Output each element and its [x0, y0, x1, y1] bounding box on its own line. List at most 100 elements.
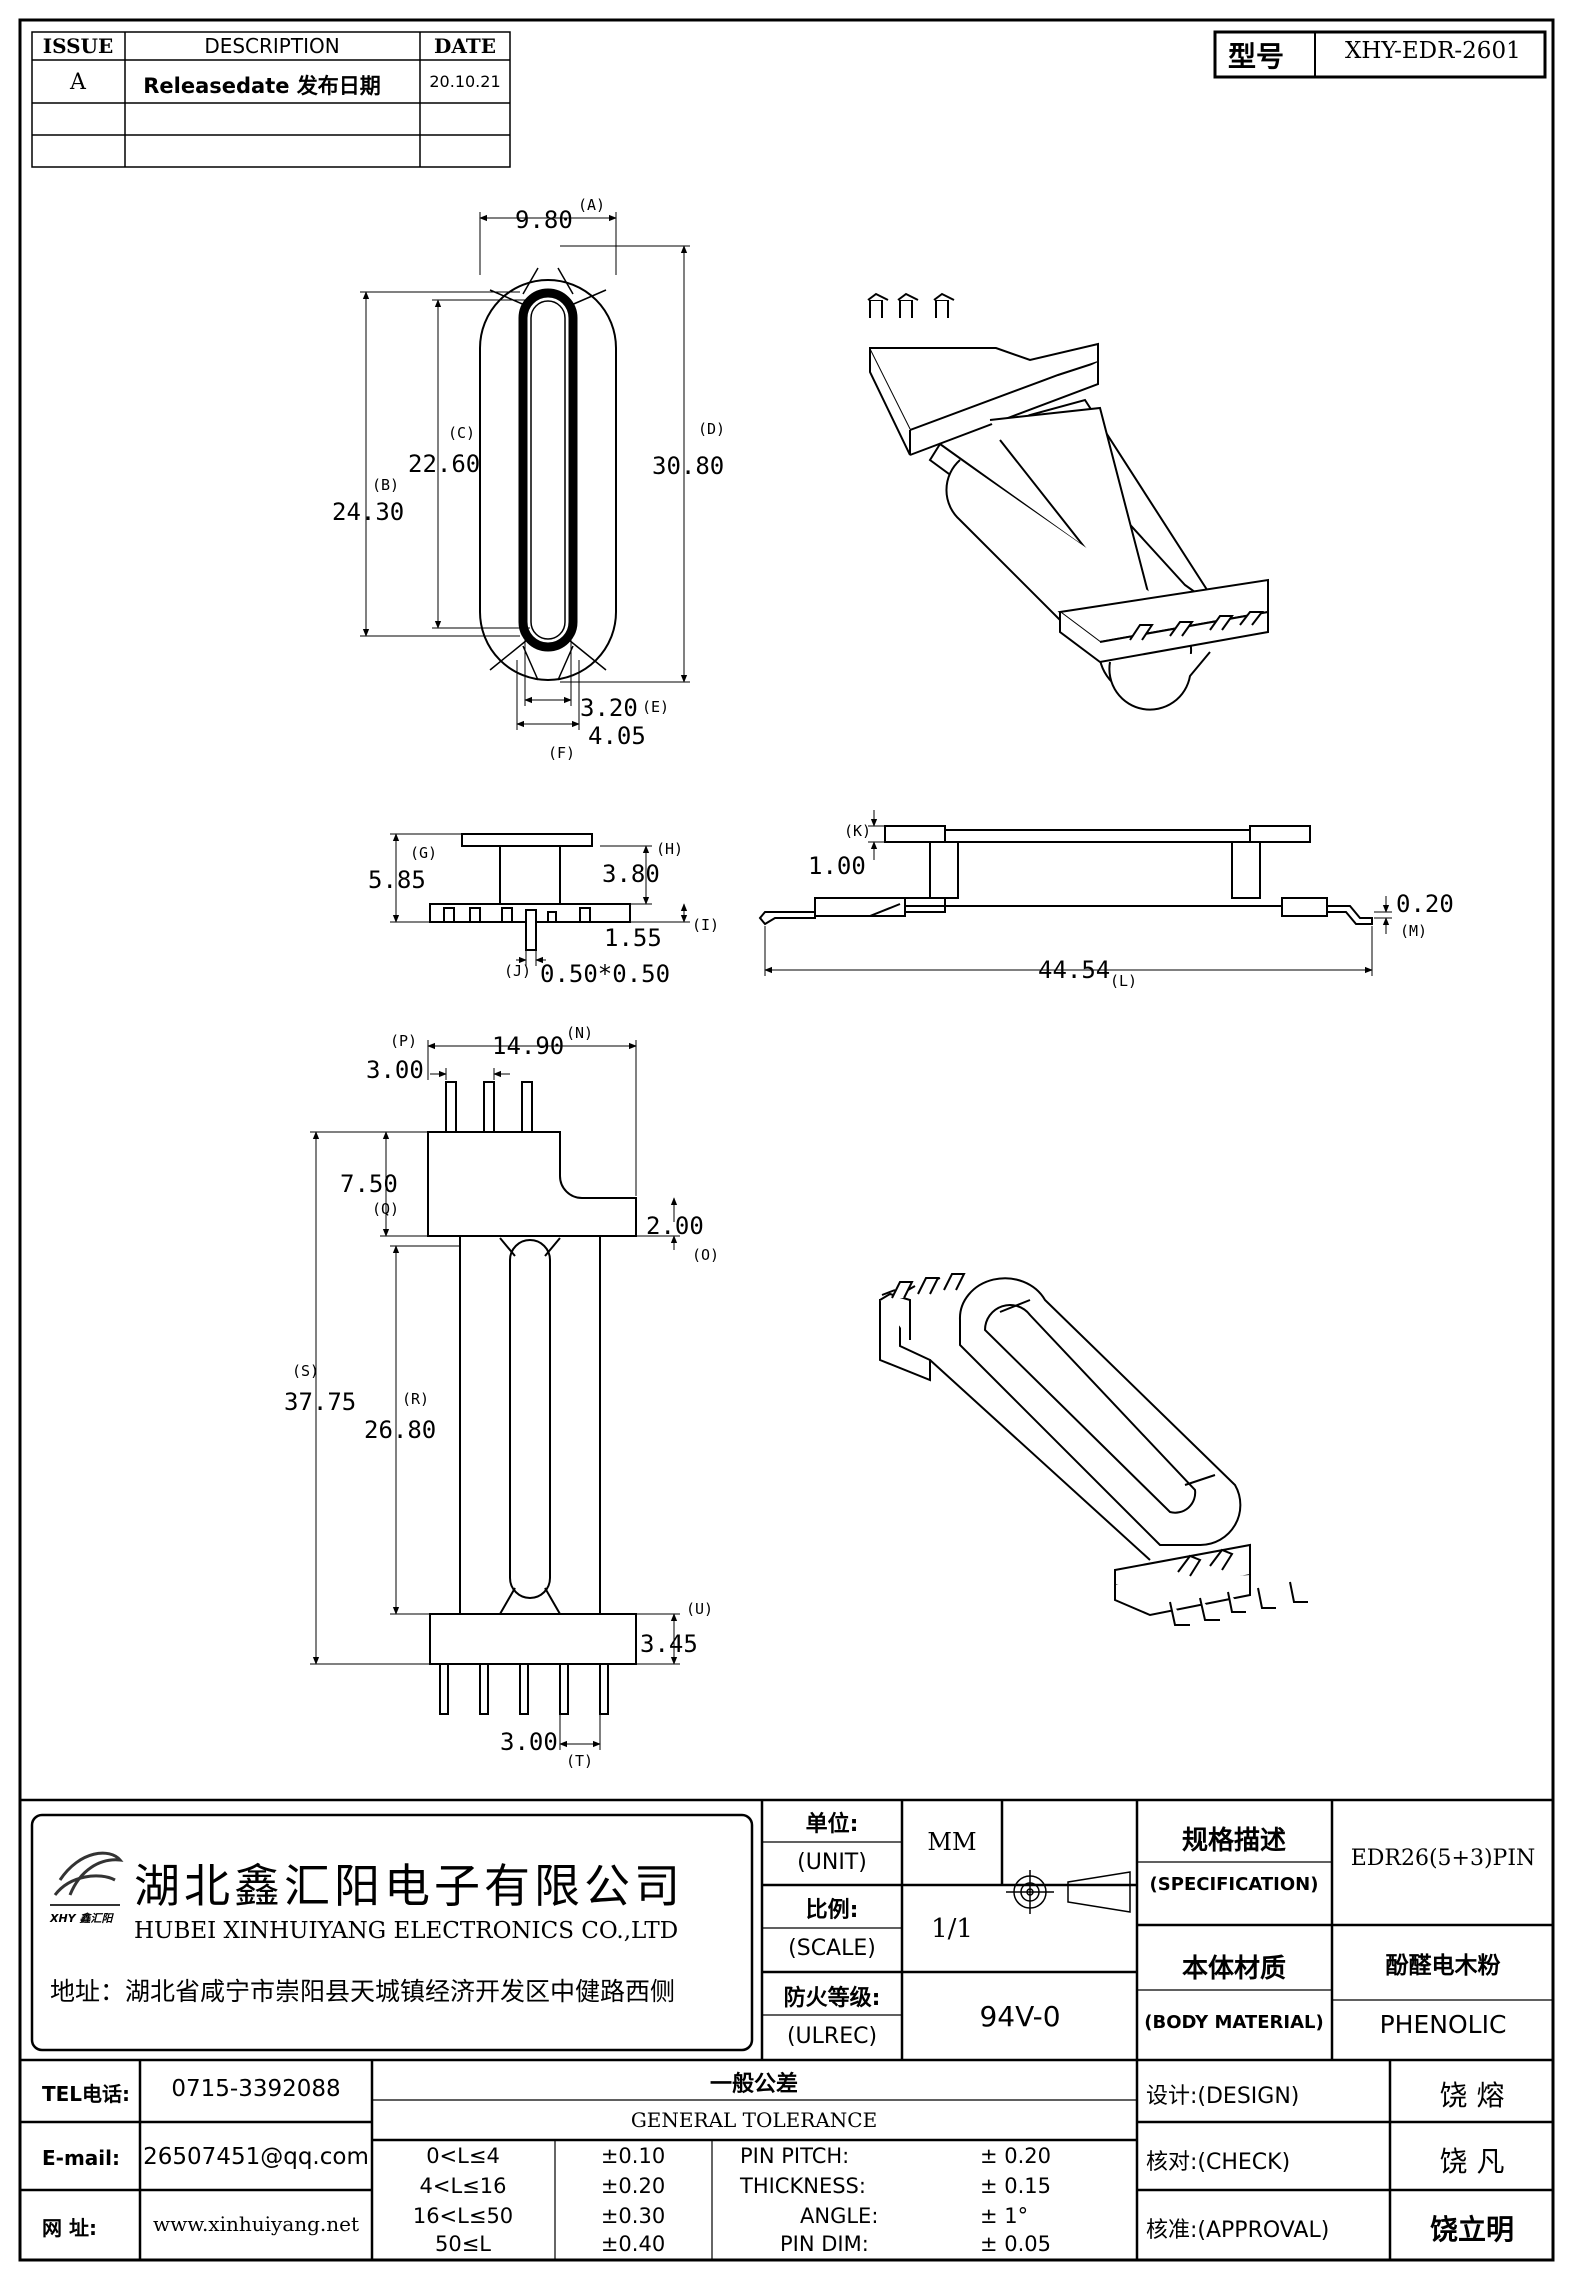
dim-tag-t: (T)	[566, 1752, 594, 1770]
dim-tag-q: (Q)	[372, 1200, 400, 1218]
dim-tag-s: (S)	[292, 1362, 320, 1380]
side-view-dimension-lines	[764, 810, 1392, 976]
tolerance-range: 0<L≤4	[426, 2144, 500, 2168]
side-view	[758, 825, 1373, 926]
tel-value: 0715-3392088	[171, 2076, 341, 2102]
ulrec-label-cn: 防火等级:	[783, 1986, 881, 2011]
dim-m: 0.20	[1396, 890, 1454, 918]
revision-header-description: DESCRIPTION	[204, 34, 340, 58]
scale-label-en: (SCALE)	[788, 1936, 876, 1961]
dim-f: 4.05	[588, 722, 646, 750]
dim-tag-c: (C)	[448, 424, 476, 442]
tolerance-item-value: ± 0.05	[980, 2232, 1052, 2256]
sheet-border	[18, 18, 1555, 2262]
dim-u: 3.45	[640, 1630, 698, 1658]
tolerance-range: 4<L≤16	[419, 2174, 507, 2198]
unit-label-cn: 单位:	[805, 1812, 859, 1837]
revision-row-date: 20.10.21	[429, 72, 501, 91]
model-box	[1213, 30, 1547, 79]
model-number: XHY-EDR-2601	[1345, 38, 1521, 64]
tolerance-value: ±0.30	[600, 2204, 666, 2228]
approver-name: 饶立明	[1429, 2213, 1515, 2246]
dim-tag-a: (A)	[578, 196, 606, 214]
checker-name: 饶 凡	[1439, 2145, 1505, 2178]
dim-j: 0.50*0.50	[540, 960, 671, 988]
dim-i: 1.55	[604, 924, 662, 952]
front-view	[429, 833, 631, 951]
tel-label: TEL电话:	[42, 2082, 131, 2106]
revision-header-issue: ISSUE	[42, 34, 114, 58]
dim-tag-u: (U)	[686, 1600, 714, 1618]
dim-tag-n: (N)	[566, 1024, 594, 1042]
design-label: 设计:(DESIGN)	[1146, 2084, 1300, 2109]
ulrec-label-en: (ULREC)	[786, 2024, 878, 2049]
revision-table	[31, 31, 511, 168]
email-label: E-mail:	[42, 2146, 121, 2170]
material-value-cn: 酚醛电木粉	[1385, 1953, 1501, 1979]
company-logo-mark	[50, 1851, 124, 1906]
dim-c: 22.60	[408, 450, 481, 478]
material-label-en: (BODY MATERIAL)	[1144, 2012, 1324, 2033]
dim-tag-b: (B)	[372, 476, 400, 494]
dim-tag-i: (I)	[692, 916, 720, 934]
revision-row-description: Releasedate 发布日期	[143, 74, 381, 98]
tolerance-item-name: PIN DIM:	[780, 2232, 869, 2256]
tolerance-range: 50≤L	[434, 2232, 492, 2256]
dim-q: 7.50	[340, 1170, 398, 1198]
dim-p: 3.00	[366, 1056, 424, 1084]
dim-tag-f: (F)	[548, 744, 576, 762]
dim-tag-m: (M)	[1400, 922, 1428, 940]
projection-symbol	[1006, 1870, 1131, 1914]
check-label: 核对:(CHECK)	[1146, 2150, 1291, 2175]
scale-value: 1/1	[931, 1914, 973, 1944]
unit-label-en: (UNIT)	[797, 1850, 867, 1875]
scale-label-cn: 比例:	[805, 1898, 859, 1923]
spec-label-cn: 规格描述	[1181, 1826, 1287, 1856]
tolerance-value: ±0.40	[600, 2232, 666, 2256]
company-address: 地址：湖北省咸宁市崇阳县天城镇经济开发区中健路西侧	[50, 1977, 676, 2006]
tolerance-title-cn: 一般公差	[709, 2072, 799, 2097]
title-block-grid	[20, 1798, 1553, 2260]
tolerance-value: ±0.10	[600, 2144, 666, 2168]
tolerance-item-name: ANGLE:	[800, 2204, 879, 2228]
company-name-cn: 湖北鑫汇阳电子有限公司	[134, 1859, 684, 1913]
tolerance-value: ±0.20	[600, 2174, 666, 2198]
dim-tag-j: (J)	[504, 962, 532, 980]
revision-row-issue: A	[70, 70, 86, 95]
dim-a: 9.80	[515, 206, 573, 234]
ulrec-value: 94V-0	[979, 2000, 1061, 2033]
spec-value: EDR26(5+3)PIN	[1350, 1846, 1536, 1871]
tolerance-item-name: THICKNESS:	[740, 2174, 866, 2198]
dim-tag-o: (O)	[692, 1246, 720, 1264]
dim-d: 30.80	[652, 452, 725, 480]
dim-tag-g: (G)	[410, 844, 438, 862]
top-view-dimension-lines	[360, 212, 690, 730]
front-view-dimension-lines	[390, 833, 690, 966]
isometric-view-bottom	[879, 1273, 1308, 1626]
dim-tag-e: (E)	[642, 698, 670, 716]
dim-g: 5.85	[368, 866, 426, 894]
model-label: 型号	[1228, 40, 1285, 73]
dim-k: 1.00	[808, 852, 866, 880]
dim-t: 3.00	[500, 1728, 558, 1756]
dim-s: 37.75	[284, 1388, 357, 1416]
plan-view-dimension-lines	[310, 1040, 680, 1750]
dim-h: 3.80	[602, 860, 660, 888]
web-label: 网 址:	[42, 2216, 97, 2240]
tolerance-item-name: PIN PITCH:	[740, 2144, 850, 2168]
company-logo-text: XHY 鑫汇阳	[50, 1912, 113, 1925]
tolerance-title-en: GENERAL TOLERANCE	[630, 2108, 878, 2132]
tolerance-item-value: ± 0.20	[980, 2144, 1052, 2168]
top-view	[479, 267, 617, 681]
dim-tag-r: (R)	[402, 1390, 430, 1408]
dim-l: 44.54	[1038, 956, 1111, 984]
designer-name: 饶 熔	[1439, 2079, 1505, 2112]
email-value: 26507451@qq.com	[143, 2144, 369, 2170]
isometric-view-top	[867, 292, 1269, 711]
web-value: www.xinhuiyang.net	[152, 2212, 360, 2236]
tolerance-item-value: ± 0.15	[980, 2174, 1052, 2198]
dim-n: 14.90	[492, 1032, 565, 1060]
unit-value: MM	[927, 1828, 977, 1856]
dim-r: 26.80	[364, 1416, 437, 1444]
